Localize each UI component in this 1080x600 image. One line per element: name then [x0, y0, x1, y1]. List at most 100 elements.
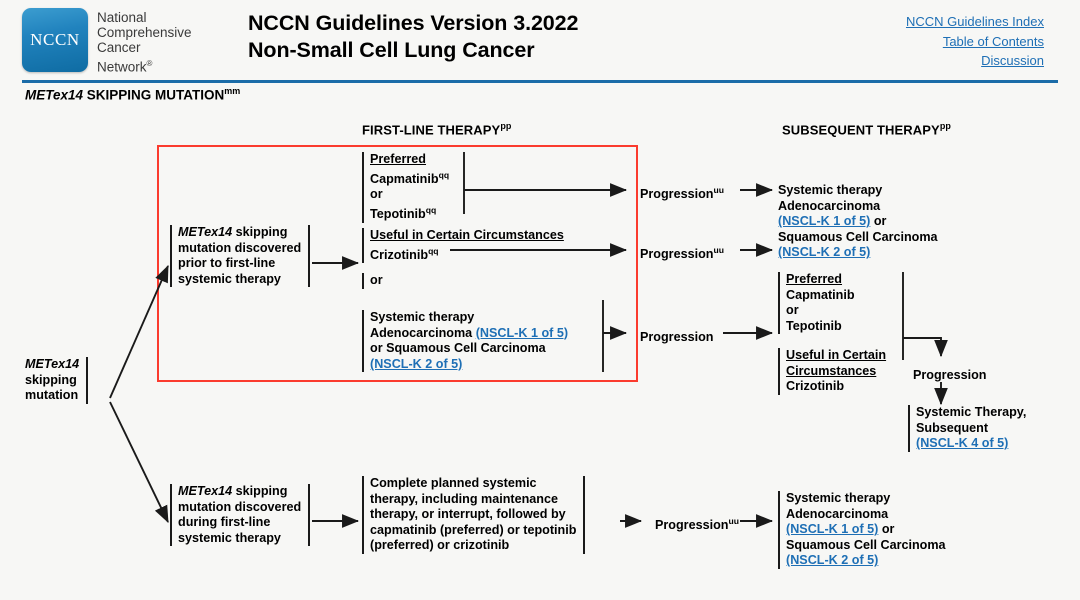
subseq-bottom-line-1: Systemic therapy — [786, 491, 891, 505]
prior-line-2: mutation discovered — [178, 240, 302, 255]
subseq-bottom-line-5: (NSCL-K 2 of 5) — [786, 553, 946, 569]
column-header-first-line-label: FIRST-LINE THERAPY — [362, 122, 501, 138]
node-first-line-preferred: Preferred Capmatinibqq or Tepotinibqq — [362, 152, 449, 223]
nccn-logo: NCCN National Comprehensive Cancer Netwo… — [22, 8, 192, 74]
root-gene: METex14 — [25, 357, 80, 371]
link-guidelines-index[interactable]: NCCN Guidelines Index — [905, 14, 1044, 29]
root-line-3: mutation — [25, 388, 79, 403]
useful-header: Useful in Certain Circumstances — [370, 228, 564, 242]
during-tx-line-4: capmatinib (preferred) or tepotinib — [370, 522, 577, 537]
link-nsclk-1of5-c[interactable]: (NSCL-K 1 of 5) — [786, 522, 879, 537]
prior-line-1: METex14 skipping — [178, 225, 288, 239]
section-footnote: mm — [224, 86, 241, 96]
link-nsclk-2of5-b[interactable]: (NSCL-K 2 of 5) — [778, 245, 871, 260]
title-line-2: Non-Small Cell Lung Cancer — [248, 38, 535, 62]
emphasis-box — [157, 145, 638, 382]
during-line-4: systemic therapy — [178, 530, 281, 545]
during-tx-line-3: therapy, or interrupt, followed by — [370, 507, 566, 522]
subseq-preferred-header: Preferred — [786, 272, 843, 286]
link-discussion[interactable]: Discussion — [981, 53, 1044, 68]
node-subsequent-terminal: Systemic Therapy, Subsequent (NSCL-K 4 o… — [908, 405, 1026, 452]
useful-drug-crizotinib: Crizotinibqq — [370, 245, 439, 262]
page-title: NCCN Guidelines Version 3.2022 Non-Small… — [248, 10, 578, 64]
section-rest: SKIPPING MUTATION — [83, 87, 225, 103]
subseq-top-line-3: (NSCL-K 1 of 5) or — [778, 214, 887, 229]
during-line-1: METex14 skipping — [178, 484, 288, 498]
node-progression-5: Progressionuu — [655, 516, 739, 533]
column-header-subsequent-label: SUBSEQUENT THERAPY — [782, 122, 940, 138]
during-line-3: during first-line — [178, 515, 271, 530]
root-line-2: skipping — [25, 372, 77, 387]
link-nsclk-2of5-a[interactable]: (NSCL-K 2 of 5) — [370, 356, 463, 371]
node-first-line-or: or — [362, 273, 383, 289]
prior-line-3: prior to first-line — [178, 256, 276, 271]
during-tx-line-1: Complete planned systemic — [370, 476, 537, 490]
link-nsclk-2of5-c[interactable]: (NSCL-K 2 of 5) — [786, 553, 879, 568]
node-discovered-during: METex14 skipping mutation discovered dur… — [170, 484, 311, 547]
systemic-adeno: Adenocarcinoma (NSCL-K 1 of 5) — [370, 325, 569, 340]
systemic-squamous-link-row: (NSCL-K 2 of 5) — [370, 357, 568, 373]
nccn-logo-mark: NCCN — [22, 8, 88, 72]
section-title: METex14 SKIPPING MUTATIONmm — [25, 86, 240, 103]
node-subsequent-mid-useful: Useful in Certain Circumstances Crizotin… — [778, 348, 886, 395]
nccn-org-name: National Comprehensive Cancer Network® — [97, 8, 192, 74]
link-nsclk-4of5[interactable]: (NSCL-K 4 of 5) — [916, 436, 1009, 451]
preferred-drug-capmatinib: Capmatinibqq — [370, 169, 450, 186]
subseq-drug-crizotinib: Crizotinib — [786, 379, 845, 394]
column-header-first-line-footnote: pp — [500, 121, 512, 131]
subseq-top-line-5: (NSCL-K 2 of 5) — [778, 245, 938, 261]
during-line-2: mutation discovered — [178, 499, 302, 514]
systemic-squamous: or Squamous Cell Carcinoma — [370, 341, 546, 356]
terminal-line-1: Systemic Therapy, — [916, 405, 1027, 419]
subseq-drug-tepotinib: Tepotinib — [786, 318, 842, 333]
node-progression-1: Progressionuu — [640, 185, 724, 202]
systemic-header: Systemic therapy — [370, 310, 475, 324]
page-header: NCCN National Comprehensive Cancer Netwo… — [0, 0, 1080, 83]
header-links: NCCN Guidelines Index Table of Contents … — [906, 12, 1044, 71]
subseq-top-line-4: Squamous Cell Carcinoma — [778, 229, 938, 244]
node-subsequent-mid-preferred: Preferred Capmatinib or Tepotinib — [778, 272, 855, 335]
subseq-or: or — [786, 303, 799, 318]
link-nsclk-1of5-a[interactable]: (NSCL-K 1 of 5) — [475, 325, 569, 340]
header-divider — [22, 80, 1058, 83]
subseq-top-line-2: Adenocarcinoma — [778, 198, 881, 213]
subseq-bottom-line-3: (NSCL-K 1 of 5) or — [786, 522, 895, 537]
link-nsclk-1of5-b[interactable]: (NSCL-K 1 of 5) — [778, 214, 871, 229]
subseq-useful-header-2: Circumstances — [786, 363, 877, 378]
node-first-line-systemic: Systemic therapy Adenocarcinoma (NSCL-K … — [362, 310, 569, 373]
preferred-drug-tepotinib: Tepotinibqq — [370, 204, 437, 222]
during-tx-line-2: therapy, including maintenance — [370, 491, 559, 506]
node-subsequent-bottom: Systemic therapy Adenocarcinoma (NSCL-K … — [778, 491, 946, 569]
node-progression-2: Progressionuu — [640, 245, 724, 262]
org-line-4: Network® — [97, 58, 153, 75]
first-line-or-2: or — [370, 273, 383, 287]
preferred-header: Preferred — [370, 152, 427, 166]
node-progression-4: Progression — [913, 368, 987, 383]
terminal-line-2: Subsequent — [916, 420, 989, 435]
column-header-first-line: FIRST-LINE THERAPYpp — [362, 121, 512, 137]
node-progression-3: Progression — [640, 330, 714, 345]
column-header-subsequent-footnote: pp — [939, 121, 952, 131]
title-line-1: NCCN Guidelines Version 3.2022 — [248, 11, 579, 35]
terminal-line-3: (NSCL-K 4 of 5) — [916, 436, 1026, 452]
subseq-useful-header-1: Useful in Certain — [786, 348, 887, 362]
subseq-bottom-line-4: Squamous Cell Carcinoma — [786, 537, 946, 552]
node-first-line-useful: Useful in Certain Circumstances Crizotin… — [362, 228, 564, 264]
subseq-bottom-line-2: Adenocarcinoma — [786, 506, 889, 521]
org-line-3: Cancer — [97, 40, 141, 56]
preferred-or: or — [370, 187, 383, 202]
org-line-2: Comprehensive — [97, 25, 192, 41]
subseq-top-line-1: Systemic therapy — [778, 183, 883, 197]
nccn-logo-text: NCCN — [30, 30, 80, 49]
node-root-metex14: METex14 skipping mutation — [25, 357, 89, 404]
node-discovered-prior: METex14 skipping mutation discovered pri… — [170, 225, 311, 288]
link-table-of-contents[interactable]: Table of Contents — [942, 33, 1044, 49]
node-during-treatment: Complete planned systemic therapy, inclu… — [362, 476, 586, 554]
node-subsequent-top: Systemic therapy Adenocarcinoma (NSCL-K … — [778, 183, 938, 261]
column-header-subsequent: SUBSEQUENT THERAPYpp — [782, 121, 951, 137]
subseq-drug-capmatinib: Capmatinib — [786, 287, 855, 302]
prior-line-4: systemic therapy — [178, 271, 281, 286]
org-line-1: National — [97, 10, 147, 25]
during-tx-line-5: (preferred) or crizotinib — [370, 538, 510, 553]
